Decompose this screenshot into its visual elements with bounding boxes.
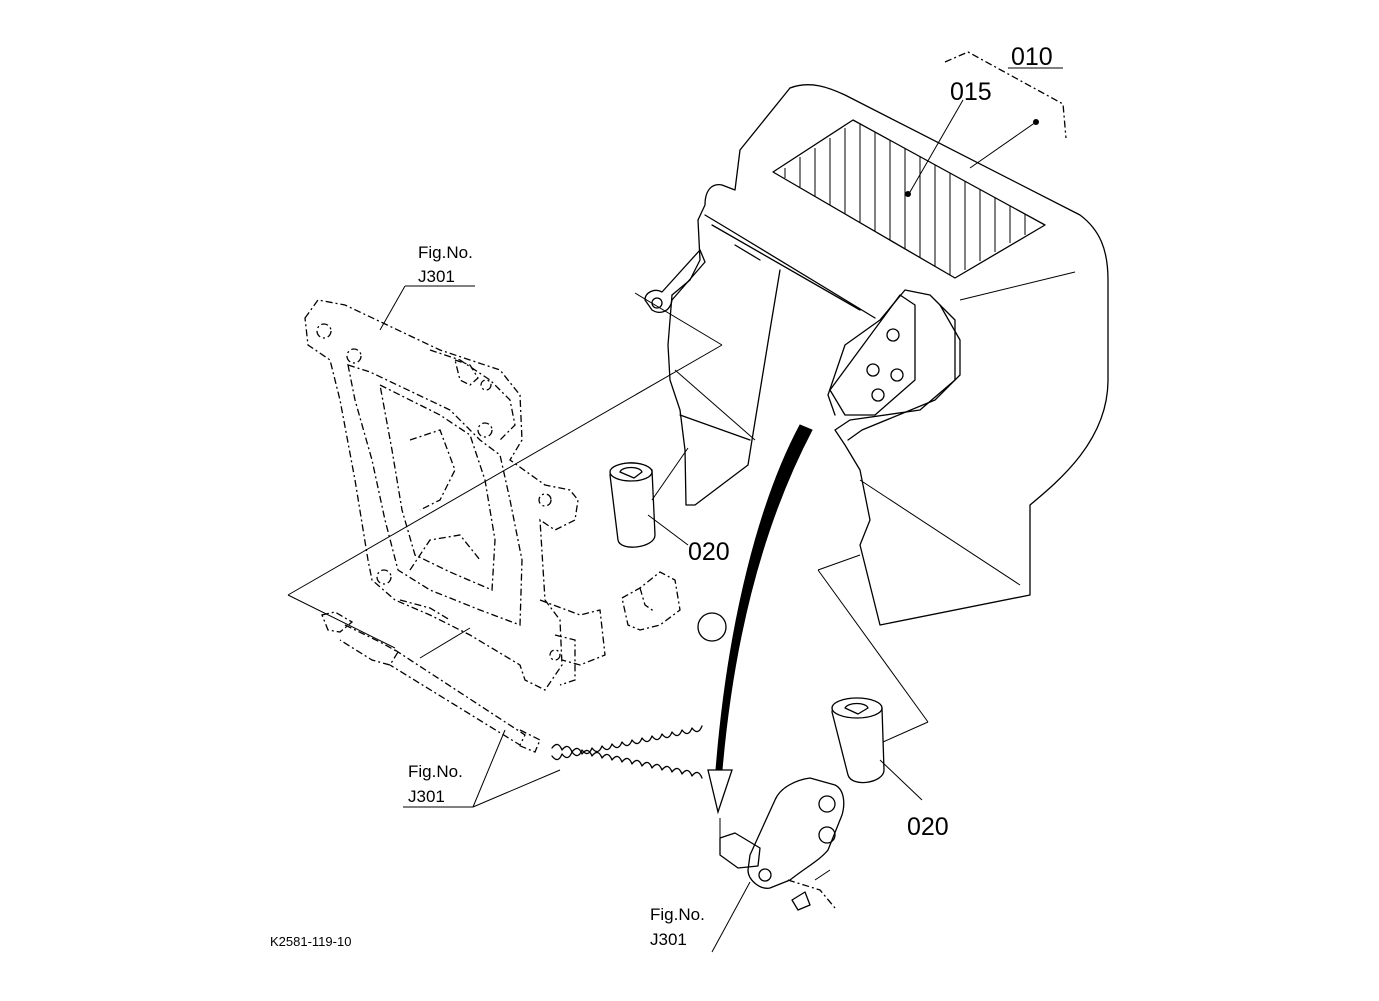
- part-label-020-upper: 020: [688, 538, 730, 566]
- clip-reference: [621, 571, 681, 631]
- assembly-direction-arrow: [715, 424, 813, 771]
- linkage-frame-reference: [304, 299, 606, 691]
- spring: [551, 725, 703, 779]
- part-label-010: 010: [1011, 43, 1053, 71]
- fig-ref-middle-line2: J301: [408, 787, 445, 806]
- ball: [697, 612, 727, 642]
- fig-ref-top-line1: Fig.No.: [418, 243, 473, 262]
- leader-lines: [287, 51, 1067, 953]
- filter-hatching: [784, 124, 1026, 275]
- lever-plate-reference: [719, 777, 845, 911]
- rod-reference: [321, 611, 541, 753]
- fig-ref-bottom-line2: J301: [650, 930, 687, 949]
- fig-ref-middle-line1: Fig.No.: [408, 762, 463, 781]
- cover-housing: [644, 84, 1109, 626]
- fig-ref-top-line2: J301: [418, 267, 455, 286]
- drawing-code: K2581-119-10: [270, 934, 351, 949]
- arrow-head: [707, 769, 733, 815]
- part-label-020-lower: 020: [907, 813, 949, 841]
- rubber-cushion-lower: [831, 697, 885, 784]
- fig-ref-bottom-line1: Fig.No.: [650, 905, 705, 924]
- part-label-015: 015: [950, 78, 992, 106]
- rubber-cushion-upper: [609, 462, 656, 548]
